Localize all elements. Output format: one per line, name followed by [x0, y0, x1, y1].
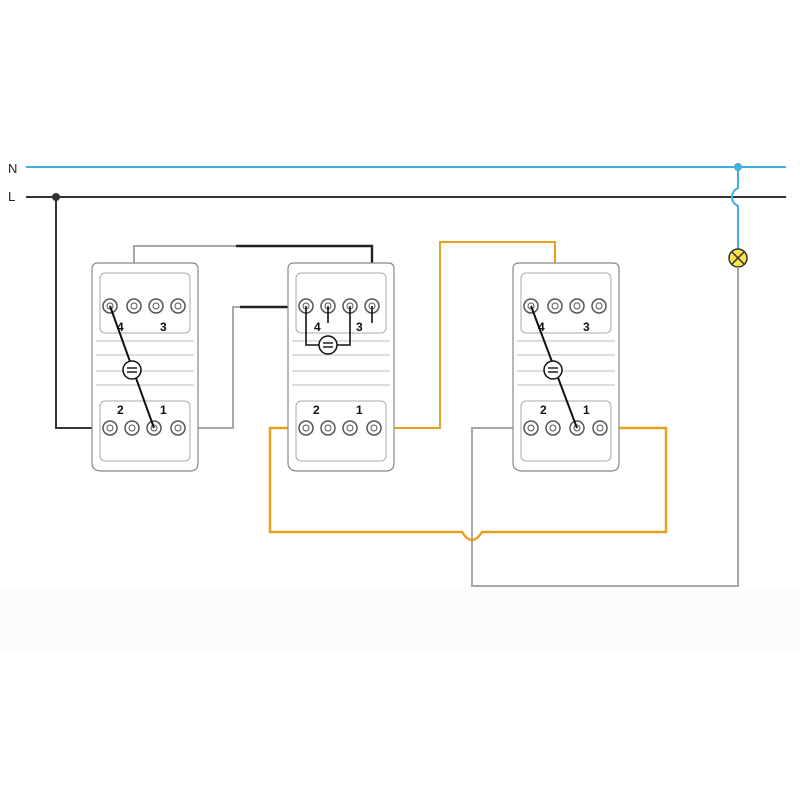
terminal-label-2: 2 [540, 403, 547, 417]
switch-top-inner [520, 272, 612, 334]
terminal-label-2: 2 [313, 403, 320, 417]
live-feed-wire [55, 197, 109, 429]
switch-body [512, 262, 620, 472]
terminal-label-3: 3 [160, 320, 167, 334]
neutral-lamp-wire [730, 167, 739, 250]
terminal-label-4: 4 [314, 320, 321, 334]
terminal-label-2: 2 [117, 403, 124, 417]
mechanism-symbol-icon [122, 360, 142, 380]
terminal-label-1: 1 [583, 403, 590, 417]
switch-bottom-inner [295, 400, 387, 462]
switch-top-inner [295, 272, 387, 334]
terminal-label-3: 3 [356, 320, 363, 334]
background-band [0, 590, 800, 650]
lamp-return-wire [471, 267, 739, 587]
neutral-label: N [8, 161, 17, 176]
mechanism-symbol-icon [318, 335, 338, 355]
terminal-row-top [523, 298, 607, 314]
internal-bridge-left [305, 306, 320, 346]
switch-top-inner [99, 272, 191, 334]
lamp-icon [728, 248, 748, 268]
two-way-switch-left: 4 3 2 1 [91, 262, 199, 472]
two-way-switch-right: 4 3 2 1 [512, 262, 620, 472]
internal-bridge-right [336, 306, 351, 346]
terminal-label-4: 4 [538, 320, 545, 334]
switch-body [91, 262, 199, 472]
terminal-row-bottom [102, 420, 186, 436]
switch-body [287, 262, 395, 472]
terminal-row-bottom [298, 420, 382, 436]
grey-traveler-left-bottom [178, 306, 240, 429]
orange-traveler-bottom [268, 426, 668, 542]
live-label: L [8, 189, 15, 204]
terminal-label-1: 1 [160, 403, 167, 417]
terminal-label-3: 3 [583, 320, 590, 334]
terminal-row-top [102, 298, 186, 314]
intermediate-switch-middle: 4 3 2 1 [287, 262, 395, 472]
terminal-label-4: 4 [117, 320, 124, 334]
mechanism-symbol-icon [543, 360, 563, 380]
terminal-label-1: 1 [356, 403, 363, 417]
